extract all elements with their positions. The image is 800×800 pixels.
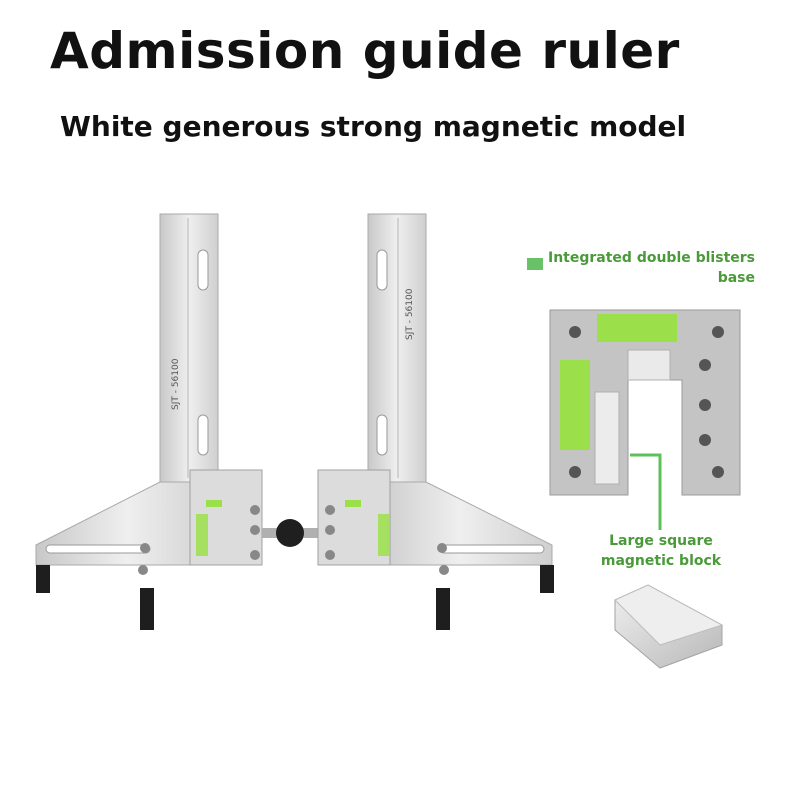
callout-arrow [630,453,662,530]
product-title: Admission guide ruler [50,22,680,80]
left-ruler-label: SJT - 56100 [171,358,181,410]
right-guide-ruler: SJT - 56100 [317,213,554,630]
left-guide-ruler: SJT - 56100 [35,213,263,630]
callout-marker [527,258,543,270]
right-ruler-label: SJT - 56100 [405,288,415,340]
connector-knob [262,519,318,547]
magnet-callout-label: Large square magnetic block [600,533,722,569]
base-callout-label: Integrated double blisters base [548,250,755,286]
double-blister-base [549,309,741,496]
magnetic-block [614,584,724,669]
product-subtitle: White generous strong magnetic model [60,110,687,143]
